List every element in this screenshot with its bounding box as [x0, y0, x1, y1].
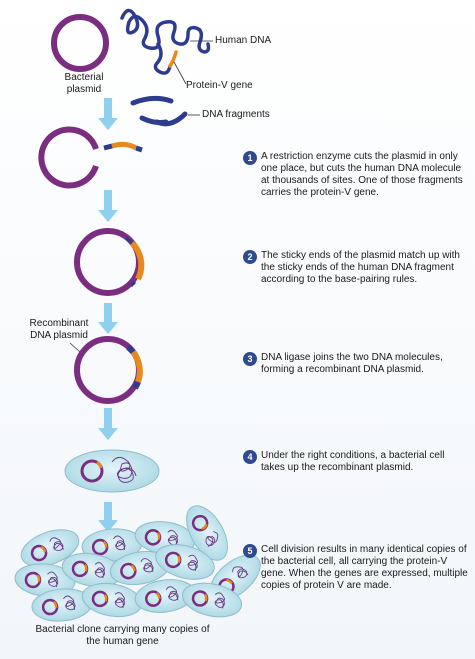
step-3: 3 DNA ligase joins the two DNA molecules…	[243, 352, 468, 376]
step-text: Under the right conditions, a bacterial …	[261, 450, 445, 473]
step-2: 2 The sticky ends of the plasmid match u…	[243, 250, 468, 286]
label-dna-fragments: DNA fragments	[202, 109, 270, 120]
step-number-badge: 4	[243, 450, 257, 464]
arrow-2	[98, 190, 118, 222]
arrow-1	[98, 98, 118, 130]
step-5: 5 Cell division results in many identica…	[243, 544, 468, 592]
human-dna-strand-lower	[153, 42, 172, 75]
step-number-badge: 2	[243, 250, 257, 264]
label-protein-v-gene: Protein-V gene	[186, 80, 253, 91]
step-text: Cell division results in many identical …	[261, 544, 468, 591]
step-text: The sticky ends of the plasmid match up …	[261, 250, 460, 285]
gene-fragment-end	[103, 143, 143, 153]
step-number-badge: 1	[243, 151, 257, 165]
human-dna-strand	[120, 8, 211, 54]
label-human-dna: Human DNA	[215, 35, 272, 46]
label-recombinant-plasmid: Recombinant DNA plasmid	[29, 318, 89, 341]
clone-caption: Bacterial clone carrying many copies of …	[35, 624, 210, 647]
step-1: 1 A restriction enzyme cuts the plasmid …	[243, 151, 468, 199]
step-number-badge: 3	[243, 352, 257, 366]
label-bacterial-plasmid: Bacterial plasmid	[64, 72, 104, 95]
bacterial-chromosome	[111, 456, 137, 483]
step-text: DNA ligase joins the two DNA molecules, …	[261, 352, 443, 375]
bacterial-plasmid	[51, 14, 109, 72]
bacterial-clone	[12, 497, 270, 625]
protein-v-gene-segment	[168, 50, 178, 68]
arrow-4	[98, 408, 118, 440]
bacterial-cell	[64, 449, 160, 493]
step-text: A restriction enzyme cuts the plasmid in…	[261, 151, 463, 198]
annealed-gene	[129, 240, 145, 281]
step-4: 4 Under the right conditions, a bacteria…	[243, 450, 468, 474]
step-number-badge: 5	[243, 544, 257, 558]
arrow-5	[98, 502, 118, 532]
gene-fragment	[111, 141, 138, 151]
dna-fragment	[130, 95, 174, 106]
dna-fragment	[154, 111, 188, 127]
cut-plasmid	[38, 126, 99, 189]
arrow-3	[98, 303, 118, 334]
recombinant-gene	[130, 350, 143, 384]
